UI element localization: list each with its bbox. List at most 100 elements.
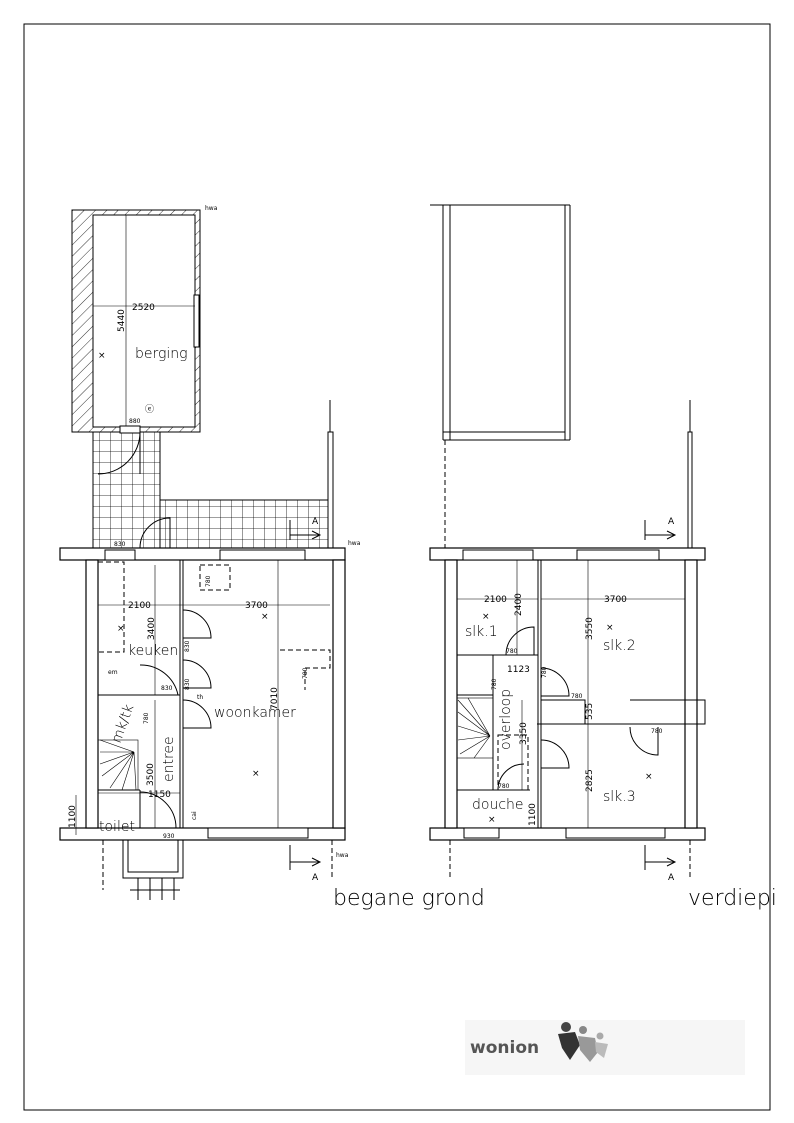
room-label-slk2: slk.2 xyxy=(603,638,636,654)
roof-outline xyxy=(430,204,693,549)
window-douche xyxy=(463,827,500,839)
dim-door-780a: 780 xyxy=(506,648,518,655)
room-label-berging: berging xyxy=(135,346,188,362)
dim-overloop-width: 1123 xyxy=(507,665,530,675)
door-back xyxy=(104,549,136,561)
room-label-mktk: mk/tk xyxy=(109,702,138,745)
dim-keuken-length: 3400 xyxy=(147,617,157,640)
dim-door-830b: 830 xyxy=(184,640,191,652)
light-point-icon: × xyxy=(482,612,490,622)
room-label-keuken: keuken xyxy=(128,643,178,659)
window-slk1 xyxy=(462,549,534,561)
wall-right xyxy=(332,559,346,829)
dim-woon-width: 3700 xyxy=(245,601,268,611)
chimney xyxy=(684,699,706,725)
dim-woon-length: 7010 xyxy=(270,687,280,710)
wall-left xyxy=(85,559,99,829)
label-cai: cai xyxy=(191,811,198,820)
room-label-overloop: overloop xyxy=(498,689,514,750)
dim-berging-length: 5440 xyxy=(117,309,127,332)
section-mark-bottom: A xyxy=(312,873,319,883)
dim-door-930: 930 xyxy=(163,833,175,840)
berging-shed: 2520 5440 berging × 880 hwa ⓔ xyxy=(71,205,218,475)
window-slk2 xyxy=(576,549,660,561)
dim-entree-length: 3500 xyxy=(146,763,156,786)
door-slk3 xyxy=(540,739,570,769)
window-slk3 xyxy=(565,827,666,839)
staircase-upper xyxy=(456,697,494,759)
logo-text: wonion xyxy=(470,1038,539,1058)
door-front xyxy=(139,791,177,829)
ground-floor-plan: 2520 5440 berging × 880 hwa ⓔ xyxy=(59,205,485,911)
light-point-icon: × xyxy=(606,623,614,633)
kitchen-counter xyxy=(97,561,125,653)
dim-slk1-width: 2100 xyxy=(484,595,507,605)
ground-floor-title: begane grond xyxy=(333,886,485,911)
dim-keuken-width: 2100 xyxy=(128,601,151,611)
staircase xyxy=(97,739,139,791)
light-point-icon: × xyxy=(645,772,653,782)
door-slk2 xyxy=(540,667,570,697)
door-keuken xyxy=(182,609,212,639)
dim-slk1-length: 2400 xyxy=(514,593,524,616)
label-hwa-main: hwa xyxy=(348,540,361,547)
dim-door-830a: 830 xyxy=(114,541,126,548)
dim-gap: 535 xyxy=(585,703,595,720)
kast xyxy=(199,564,231,591)
dim-toilet-width: 1150 xyxy=(148,790,171,800)
wonion-logo: wonion xyxy=(465,1020,745,1075)
room-label-toilet: toilet xyxy=(99,819,135,835)
label-hwa-bottom: hwa xyxy=(336,852,349,859)
dim-door-780b: 780 xyxy=(491,678,498,690)
room-label-entree: entree xyxy=(161,736,177,782)
logo-figures-icon xyxy=(558,1022,608,1062)
tiled-terrace-2 xyxy=(159,499,331,549)
section-mark-top-upper: A xyxy=(668,517,675,527)
room-label-slk3: slk.3 xyxy=(603,789,636,805)
light-point-icon: × xyxy=(488,815,496,825)
upper-floor-plan: 2100 3700 2400 3550 2825 535 3350 1123 1… xyxy=(429,204,777,911)
door-woonkamer-2 xyxy=(182,699,212,729)
dim-toilet-length: 1100 xyxy=(68,805,78,828)
dim-douche-length: 1100 xyxy=(528,803,538,826)
cupboard xyxy=(497,734,529,791)
door-slk3-kast xyxy=(629,726,659,756)
wall-right-upper xyxy=(684,559,698,829)
light-point-icon: × xyxy=(117,624,125,634)
socket-icon: ⓔ xyxy=(145,404,154,415)
room-label-slk1: slk.1 xyxy=(465,624,498,640)
room-label-woonkamer: woonkamer xyxy=(214,705,296,721)
dim-overloop-length: 3350 xyxy=(519,722,529,745)
tiled-terrace xyxy=(92,431,161,549)
dim-berging-door: 880 xyxy=(129,418,141,425)
section-mark-top: A xyxy=(312,517,319,527)
dim-door-830d: 830 xyxy=(184,678,191,690)
dim-berging-width: 2520 xyxy=(132,303,155,313)
dim-slk3-length: 2825 xyxy=(585,769,595,792)
dim-door-780d: 780 xyxy=(571,693,583,700)
dim-door-780b: 780 xyxy=(302,667,309,679)
wall-left-upper xyxy=(444,559,458,829)
upper-floor-title: verdiepi xyxy=(688,886,777,911)
section-mark-bottom-upper: A xyxy=(668,873,675,883)
dim-slk2-length: 3550 xyxy=(585,617,595,640)
dim-door-830c: 830 xyxy=(161,685,173,692)
label-hwa-top: hwa xyxy=(205,205,218,212)
label-th: th xyxy=(197,694,203,701)
dim-door-780a: 780 xyxy=(205,575,212,587)
dim-slk2-width: 3700 xyxy=(604,595,627,605)
dim-door-780c: 780 xyxy=(143,712,150,724)
fence xyxy=(327,431,334,549)
light-point-icon: × xyxy=(252,769,260,779)
door-entree xyxy=(139,664,179,696)
window-back xyxy=(219,549,306,561)
light-point-icon: × xyxy=(98,351,106,361)
dim-door-780e: 780 xyxy=(651,728,663,735)
light-point-icon: × xyxy=(261,612,269,622)
back-door-swing xyxy=(139,517,171,549)
dim-door-780f: 780 xyxy=(498,783,510,790)
door-slk1 xyxy=(505,626,535,656)
door-woonkamer-1 xyxy=(182,659,212,689)
sheet-border xyxy=(23,23,771,1111)
